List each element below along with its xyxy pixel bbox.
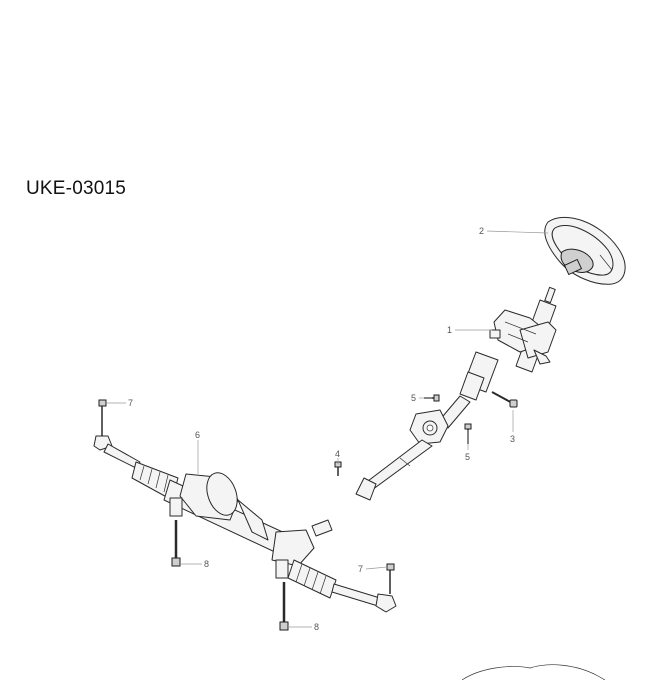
intermediate-shaft bbox=[355, 395, 471, 501]
callout-7b: 7 bbox=[358, 564, 363, 574]
callout-7a: 7 bbox=[128, 398, 133, 408]
callout-5b: 5 bbox=[465, 452, 470, 462]
bolt-4 bbox=[334, 461, 342, 476]
callout-3: 3 bbox=[510, 434, 515, 444]
leader-lines bbox=[106, 230, 549, 628]
bolt-8a bbox=[171, 520, 181, 567]
bolt-8b bbox=[279, 582, 289, 631]
bottom-edge-outline bbox=[461, 664, 606, 680]
steering-gear bbox=[93, 435, 397, 613]
steering-wheel bbox=[544, 216, 626, 285]
callout-2: 2 bbox=[479, 226, 484, 236]
callout-6: 6 bbox=[195, 430, 200, 440]
nut-7b bbox=[386, 563, 395, 594]
callout-5a: 5 bbox=[411, 393, 416, 403]
bolt-3 bbox=[491, 391, 518, 408]
nut-7a bbox=[98, 399, 107, 436]
steering-column bbox=[459, 286, 557, 401]
callout-8a: 8 bbox=[204, 559, 209, 569]
diagram-code: UKE-03015 bbox=[26, 178, 127, 199]
callout-8b: 8 bbox=[314, 622, 319, 632]
callout-1: 1 bbox=[447, 325, 452, 335]
callout-4: 4 bbox=[335, 449, 340, 459]
